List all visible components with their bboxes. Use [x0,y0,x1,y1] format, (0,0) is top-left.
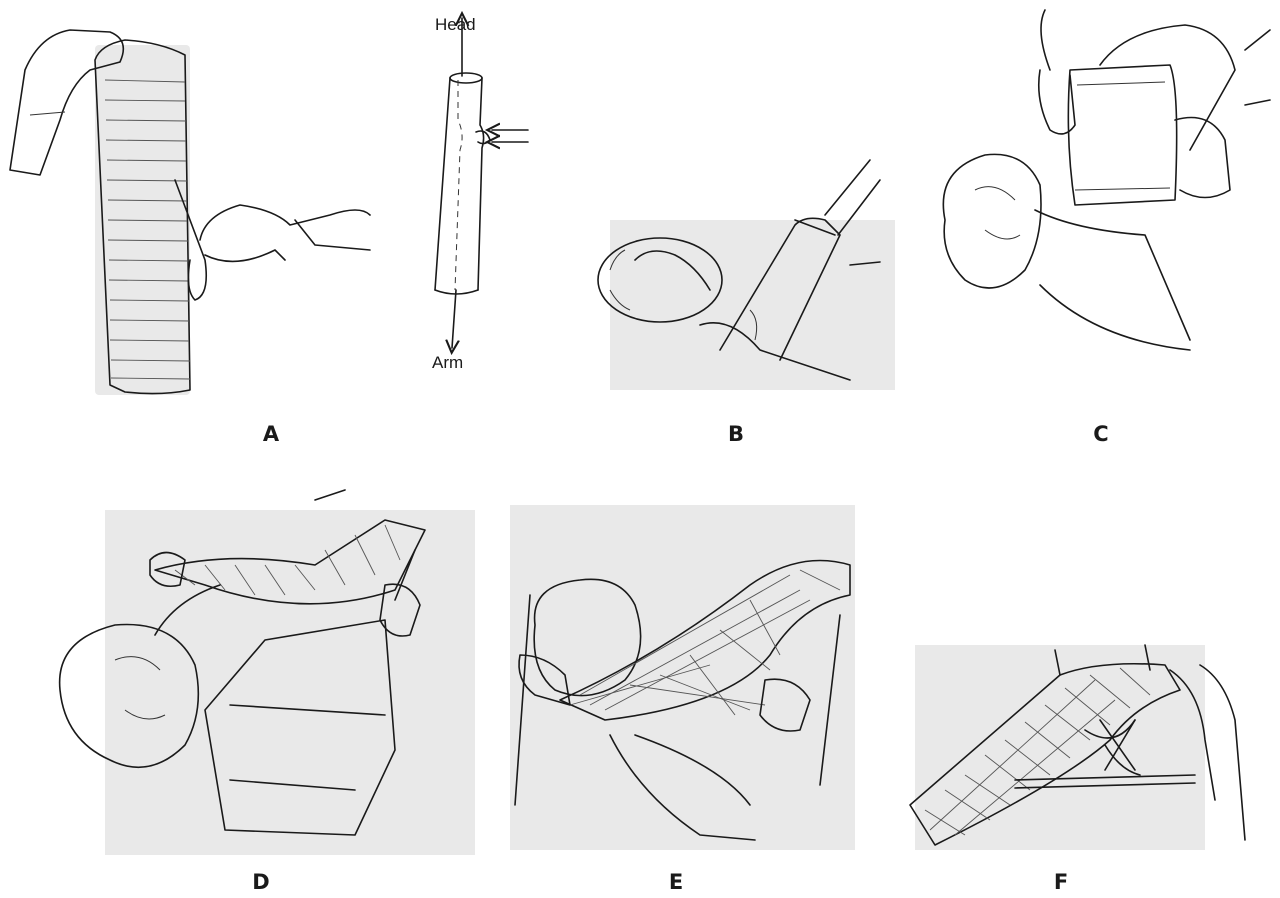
padding-sleeve-illustration [925,10,1270,360]
panel-label-d: D [241,870,281,894]
finished-spica-illustration [905,630,1250,855]
stockinette-held-illustration [0,0,380,420]
panel-label-e: E [656,870,696,894]
panel-b-illustration [580,150,900,395]
panel-f-illustration [905,630,1250,855]
tube-diagram: Head Arm [400,0,540,380]
panel-e-illustration [510,505,855,850]
panel-a-illustration [0,0,380,420]
panel-label-a: A [251,422,291,446]
panel-label-b: B [716,422,756,446]
head-label: Head [435,15,476,34]
bandage-over-head-illustration [55,490,475,855]
tube-diagram-svg: Head Arm [400,0,540,380]
panel-label-f: F [1041,870,1081,894]
arm-label: Arm [432,353,463,372]
panel-c-illustration [925,10,1270,360]
panel-label-c: C [1081,422,1121,446]
panel-d-illustration [55,490,475,855]
patient-arm-sleeve-illustration [580,150,900,395]
shoulder-wrap-illustration [510,505,855,850]
